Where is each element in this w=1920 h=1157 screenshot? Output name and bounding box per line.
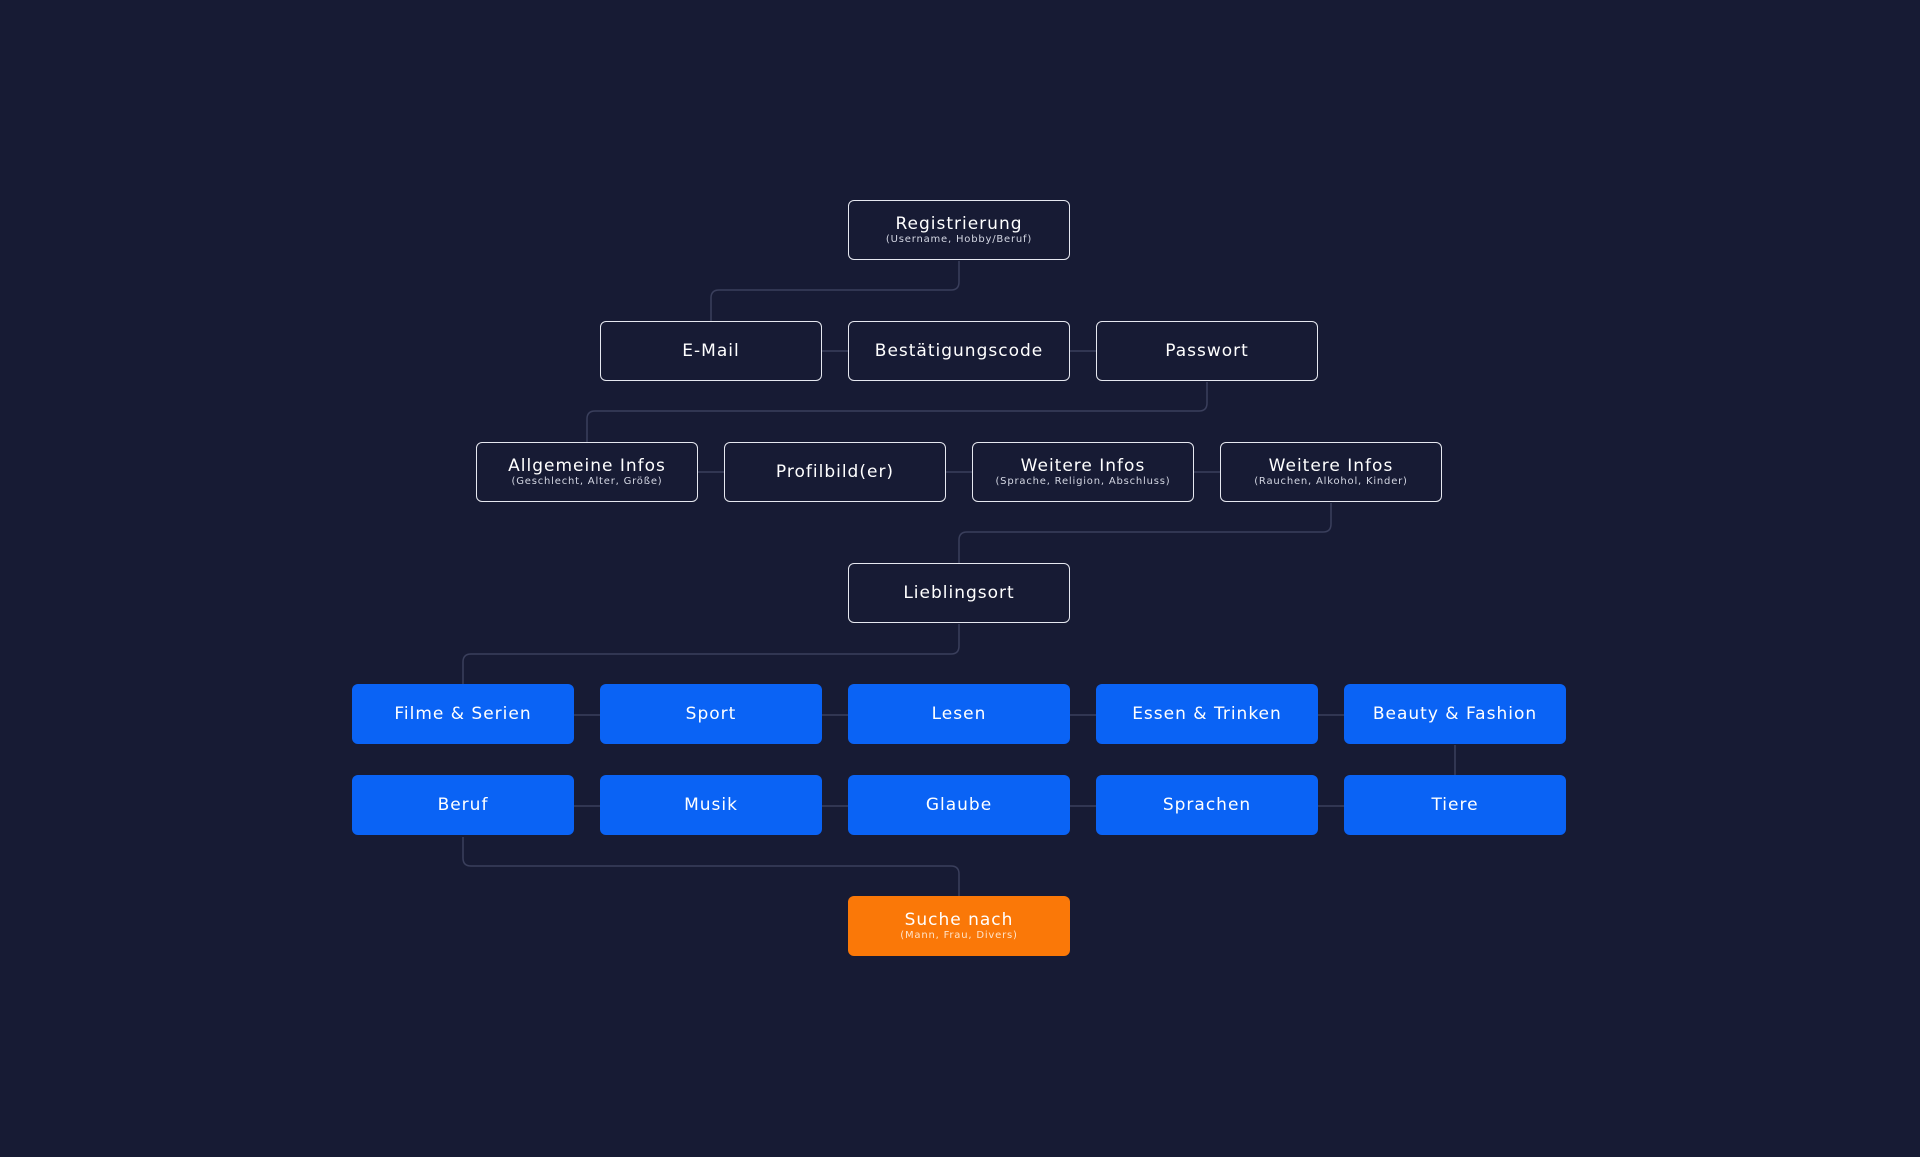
connector-lieblingsort-filme xyxy=(462,624,960,685)
node-lesen: Lesen xyxy=(848,684,1070,744)
node-suche-nach: Suche nach (Mann, Frau, Divers) xyxy=(848,896,1070,956)
node-lieblingsort-label: Lieblingsort xyxy=(903,583,1015,603)
node-weitere-infos-2-label: Weitere Infos xyxy=(1268,456,1394,476)
node-musik-label: Musik xyxy=(684,795,738,815)
node-registrierung-label: Registrierung xyxy=(895,214,1023,234)
node-weitere-infos-1: Weitere Infos (Sprache, Religion, Abschl… xyxy=(972,442,1194,502)
node-passwort: Passwort xyxy=(1096,321,1318,381)
node-tiere-label: Tiere xyxy=(1431,795,1479,815)
node-sport: Sport xyxy=(600,684,822,744)
node-registrierung-sub: (Username, Hobby/Beruf) xyxy=(885,234,1033,245)
node-filme-serien: Filme & Serien xyxy=(352,684,574,744)
node-sport-label: Sport xyxy=(685,704,737,724)
connector-beruf-suche xyxy=(462,837,960,897)
node-beauty-fashion: Beauty & Fashion xyxy=(1344,684,1566,744)
node-profilbild-label: Profilbild(er) xyxy=(775,462,895,482)
node-beruf: Beruf xyxy=(352,775,574,835)
connector-registrierung-email xyxy=(710,261,960,322)
node-weitere-infos-1-sub: (Sprache, Religion, Abschluss) xyxy=(995,476,1171,487)
node-email: E-Mail xyxy=(600,321,822,381)
node-essen-trinken-label: Essen & Trinken xyxy=(1132,704,1282,724)
node-allgemeine-infos: Allgemeine Infos (Geschlecht, Alter, Grö… xyxy=(476,442,698,502)
node-sprachen-label: Sprachen xyxy=(1162,795,1252,815)
node-profilbild: Profilbild(er) xyxy=(724,442,946,502)
node-registrierung: Registrierung (Username, Hobby/Beruf) xyxy=(848,200,1070,260)
node-bestaetigungscode: Bestätigungscode xyxy=(848,321,1070,381)
node-beruf-label: Beruf xyxy=(437,795,489,815)
node-weitere-infos-2-sub: (Rauchen, Alkohol, Kinder) xyxy=(1254,476,1408,487)
node-sprachen: Sprachen xyxy=(1096,775,1318,835)
node-glaube-label: Glaube xyxy=(925,795,993,815)
connector-passwort-allgemeine-infos xyxy=(586,382,1208,443)
node-passwort-label: Passwort xyxy=(1165,341,1249,361)
node-glaube: Glaube xyxy=(848,775,1070,835)
node-essen-trinken: Essen & Trinken xyxy=(1096,684,1318,744)
node-beauty-fashion-label: Beauty & Fashion xyxy=(1372,704,1538,724)
node-email-label: E-Mail xyxy=(682,341,740,361)
node-allgemeine-infos-label: Allgemeine Infos xyxy=(508,456,666,476)
node-weitere-infos-2: Weitere Infos (Rauchen, Alkohol, Kinder) xyxy=(1220,442,1442,502)
node-suche-nach-label: Suche nach xyxy=(904,910,1014,930)
node-suche-nach-sub: (Mann, Frau, Divers) xyxy=(900,930,1018,941)
node-filme-serien-label: Filme & Serien xyxy=(394,704,532,724)
node-weitere-infos-1-label: Weitere Infos xyxy=(1020,456,1146,476)
node-allgemeine-infos-sub: (Geschlecht, Alter, Größe) xyxy=(511,476,663,487)
node-lieblingsort: Lieblingsort xyxy=(848,563,1070,623)
node-lesen-label: Lesen xyxy=(931,704,987,724)
connector-weitere2-lieblingsort xyxy=(958,503,1332,564)
node-tiere: Tiere xyxy=(1344,775,1566,835)
node-musik: Musik xyxy=(600,775,822,835)
node-bestaetigungscode-label: Bestätigungscode xyxy=(874,341,1044,361)
